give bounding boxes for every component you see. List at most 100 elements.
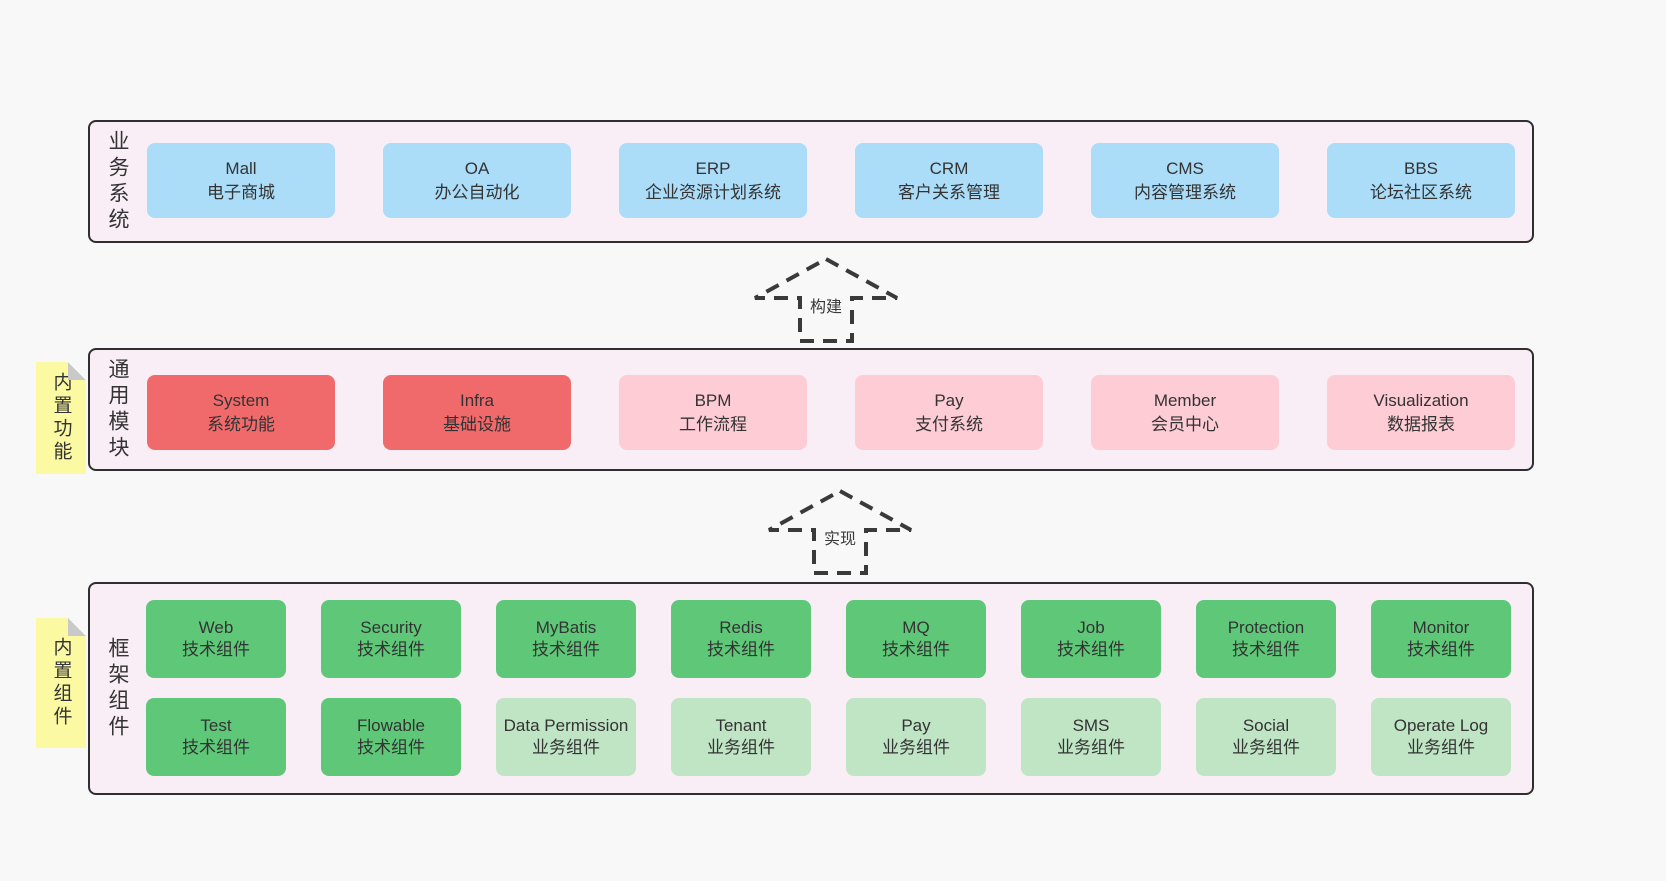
panel-modules-label: 通用模块 [106,357,129,462]
box-subtitle: 技术组件 [532,640,600,659]
business-box-row: Mall 电子商城 OA 办公自动化 ERP 企业资源计划系统 CRM 客户关系… [147,143,1515,218]
box-title: Infra [459,390,495,410]
box-visualization: Visualization 数据报表 [1327,375,1515,450]
box-erp: ERP 企业资源计划系统 [619,143,807,218]
box-title: MyBatis [535,618,597,637]
arrow-implement: 实现 [765,488,915,576]
box-subtitle: 业务组件 [1232,738,1300,757]
arrow-implement-label: 实现 [819,524,861,550]
box-tenant: Tenant 业务组件 [671,698,811,776]
panel-framework-label: 框架组件 [106,636,129,741]
box-subtitle: 业务组件 [882,738,950,757]
box-title: Operate Log [1393,716,1489,735]
box-title: Flowable [356,716,426,735]
arrow-build: 构建 [751,256,901,344]
box-oa: OA 办公自动化 [383,143,571,218]
box-job: Job 技术组件 [1021,600,1161,678]
box-title: MQ [902,618,930,637]
box-subtitle: 技术组件 [357,738,425,757]
note-built-in-components: 内置组件 [36,618,86,748]
box-title: Job [1077,618,1105,637]
panel-common-modules: 通用模块 System 系统功能 Infra 基础设施 BPM 工作流程 Pay… [88,348,1534,471]
box-subtitle: 技术组件 [182,640,250,659]
panel-business-label: 业务系统 [106,129,129,234]
framework-box-row-1: Web 技术组件 Security 技术组件 MyBatis 技术组件 Redi… [146,600,1511,678]
box-title: BBS [1403,158,1439,178]
modules-box-row: System 系统功能 Infra 基础设施 BPM 工作流程 Pay 支付系统… [147,375,1515,450]
box-pay-component: Pay 业务组件 [846,698,986,776]
box-monitor: Monitor 技术组件 [1371,600,1511,678]
box-subtitle: 业务组件 [707,738,775,757]
box-subtitle: 技术组件 [1057,640,1125,659]
box-mall: Mall 电子商城 [147,143,335,218]
box-data-permission: Data Permission 业务组件 [496,698,636,776]
box-web: Web 技术组件 [146,600,286,678]
box-bbs: BBS 论坛社区系统 [1327,143,1515,218]
box-title: OA [464,158,490,178]
box-title: Visualization [1373,390,1469,410]
box-subtitle: 支付系统 [915,414,983,434]
box-title: Redis [719,618,763,637]
note-text: 内置功能 [50,372,72,464]
box-title: BPM [694,390,732,410]
box-pay-module: Pay 支付系统 [855,375,1043,450]
box-subtitle: 技术组件 [182,738,250,757]
dashed-up-arrow-icon [754,256,898,343]
box-infra: Infra 基础设施 [383,375,571,450]
box-test: Test 技术组件 [146,698,286,776]
box-subtitle: 办公自动化 [434,182,520,202]
note-built-in-features: 内置功能 [36,362,86,474]
box-title: Tenant [715,716,767,735]
box-subtitle: 数据报表 [1387,414,1455,434]
box-title: System [212,390,270,410]
box-operate-log: Operate Log 业务组件 [1371,698,1511,776]
box-subtitle: 电子商城 [207,182,275,202]
box-title: Member [1153,390,1217,410]
box-subtitle: 工作流程 [679,414,747,434]
box-redis: Redis 技术组件 [671,600,811,678]
panel-framework-components: 框架组件 Web 技术组件 Security 技术组件 MyBatis 技术组件… [88,582,1534,795]
arrow-build-label: 构建 [805,292,847,318]
box-title: CRM [929,158,969,178]
box-subtitle: 技术组件 [357,640,425,659]
box-bpm: BPM 工作流程 [619,375,807,450]
box-social: Social 业务组件 [1196,698,1336,776]
box-subtitle: 会员中心 [1151,414,1219,434]
box-subtitle: 基础设施 [443,414,511,434]
box-subtitle: 业务组件 [1057,738,1125,757]
box-title: Pay [934,390,964,410]
box-subtitle: 业务组件 [1407,738,1475,757]
framework-box-row-2: Test 技术组件 Flowable 技术组件 Data Permission … [146,698,1511,776]
box-mybatis: MyBatis 技术组件 [496,600,636,678]
box-title: Test [200,716,232,735]
box-mq: MQ 技术组件 [846,600,986,678]
box-protection: Protection 技术组件 [1196,600,1336,678]
box-subtitle: 技术组件 [1232,640,1300,659]
box-cms: CMS 内容管理系统 [1091,143,1279,218]
box-subtitle: 论坛社区系统 [1370,182,1472,202]
note-text: 内置组件 [50,637,72,729]
box-title: Social [1242,716,1290,735]
box-subtitle: 系统功能 [207,414,275,434]
box-sms: SMS 业务组件 [1021,698,1161,776]
box-subtitle: 企业资源计划系统 [645,182,781,202]
box-subtitle: 技术组件 [1407,640,1475,659]
box-title: Pay [901,716,931,735]
box-crm: CRM 客户关系管理 [855,143,1043,218]
box-title: CMS [1166,158,1204,178]
box-subtitle: 内容管理系统 [1134,182,1236,202]
box-title: Web [198,618,234,637]
box-title: Protection [1227,618,1305,637]
box-flowable: Flowable 技术组件 [321,698,461,776]
box-security: Security 技术组件 [321,600,461,678]
dashed-up-arrow-icon [768,488,912,575]
box-subtitle: 技术组件 [882,640,950,659]
box-title: Security [360,618,422,637]
box-member: Member 会员中心 [1091,375,1279,450]
box-system: System 系统功能 [147,375,335,450]
box-title: Data Permission [503,716,629,735]
box-title: ERP [695,158,731,178]
box-subtitle: 客户关系管理 [898,182,1000,202]
box-title: Monitor [1412,618,1470,637]
